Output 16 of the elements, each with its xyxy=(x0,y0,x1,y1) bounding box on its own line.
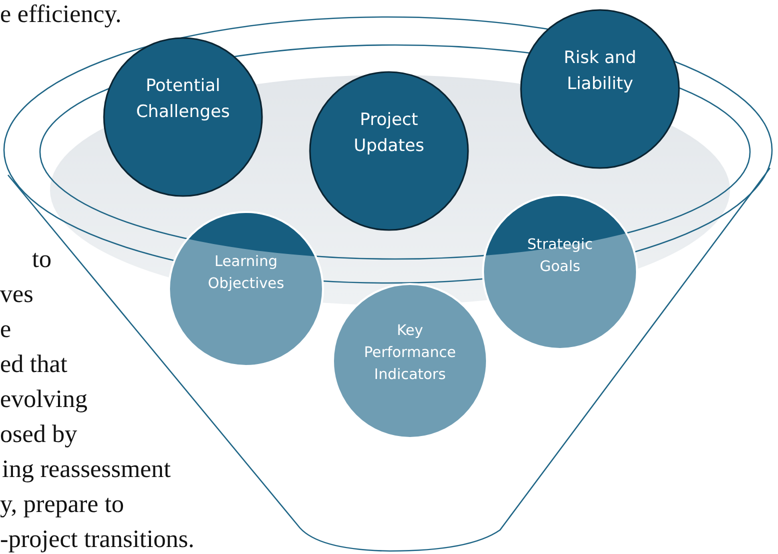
circle-label: Learning Objectives xyxy=(206,252,286,294)
paragraph-text: e xyxy=(0,315,12,345)
paragraph-text: e efficiency. xyxy=(0,0,122,30)
paragraph-text: to xyxy=(32,245,52,275)
circle-label: Risk and Liability xyxy=(562,47,638,96)
paragraph-text: y, prepare to xyxy=(0,490,124,520)
paragraph-text: ves xyxy=(0,280,34,310)
paragraph-text: ing reassessment xyxy=(2,455,171,485)
paragraph-text: ed that xyxy=(0,350,68,380)
circle-label: Strategic Goals xyxy=(526,236,594,278)
paragraph-text: -project transitions. xyxy=(0,525,194,554)
circle-label: Project Updates xyxy=(352,109,426,158)
paragraph-text: osed by xyxy=(0,420,78,450)
paragraph-text: evolving xyxy=(0,385,88,415)
circle-label: Key Performance Indicators xyxy=(363,322,457,386)
circle-label: Potential Challenges xyxy=(135,75,231,124)
